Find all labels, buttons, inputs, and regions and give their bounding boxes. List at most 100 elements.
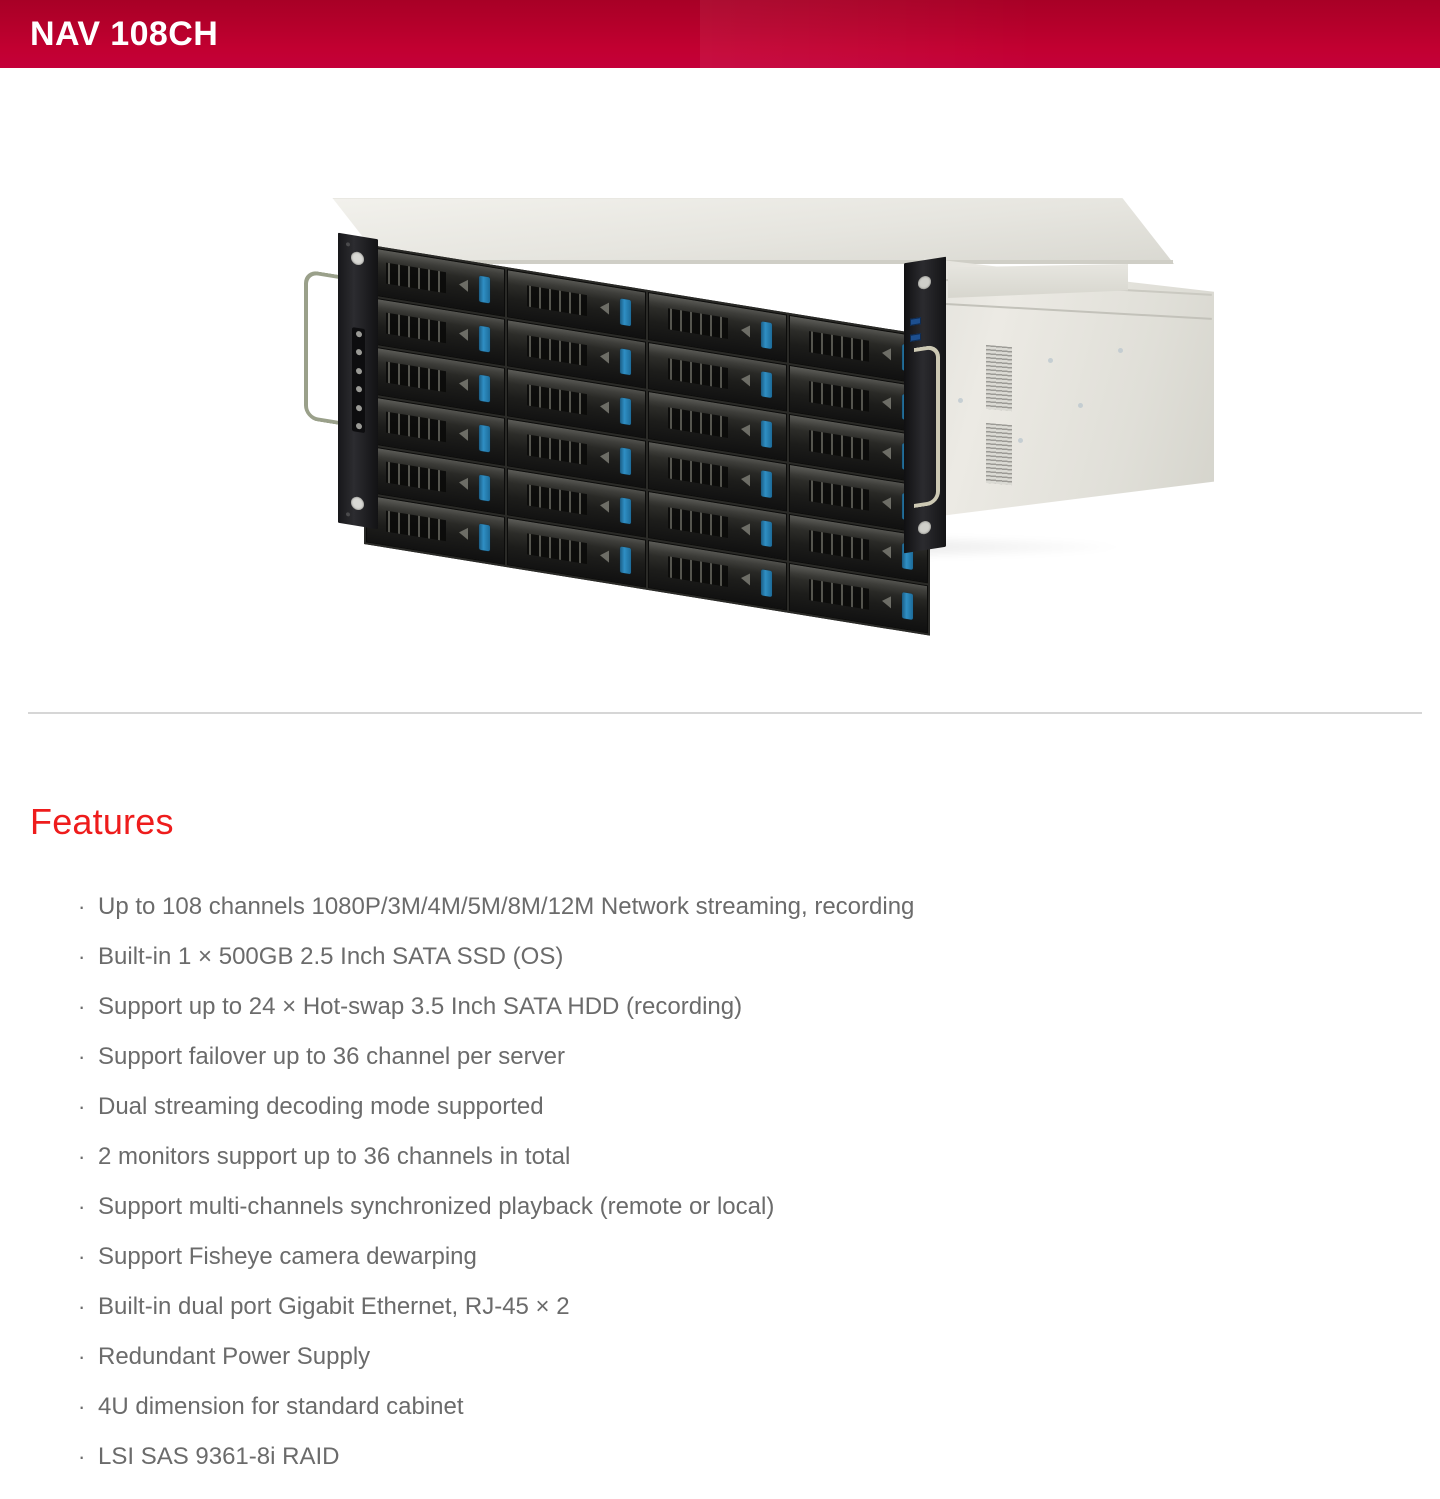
bullet-icon: ·: [78, 1044, 86, 1069]
tray-release-latch: [479, 474, 491, 502]
status-led: [355, 422, 362, 430]
tray-arrow-icon: [459, 526, 469, 540]
tray-release-latch: [761, 420, 773, 449]
drive-bay-array: [364, 244, 930, 636]
tray-arrow-icon: [600, 549, 610, 563]
tray-arrow-icon: [600, 300, 610, 315]
rack-mount-hole: [351, 495, 364, 511]
feature-item-label: 2 monitors support up to 36 channels in …: [98, 1143, 571, 1170]
rack-ear-left: [338, 232, 378, 530]
feature-item-label: Support multi-channels synchronized play…: [98, 1193, 775, 1220]
bullet-icon: ·: [78, 994, 86, 1019]
tray-arrow-icon: [459, 377, 469, 391]
feature-item-label: Redundant Power Supply: [98, 1343, 371, 1370]
feature-item-label: Support failover up to 36 channel per se…: [98, 1043, 565, 1070]
bullet-icon: ·: [78, 1194, 86, 1219]
tray-release-latch: [620, 348, 632, 376]
feature-item: · Support up to 24 × Hot-swap 3.5 Inch SA…: [78, 982, 914, 1032]
bullet-icon: ·: [78, 944, 86, 969]
tray-arrow-icon: [459, 277, 469, 292]
tray-release-latch: [479, 424, 491, 453]
feature-item: ·4U dimension for standard cabinet: [78, 1382, 914, 1432]
tray-release-latch: [620, 298, 632, 326]
tray-arrow-icon: [882, 396, 892, 410]
chassis-top-edge: [425, 260, 1173, 264]
tray-arrow-icon: [882, 346, 892, 360]
feature-item: · Support multi-channels synchronized pla…: [78, 1182, 914, 1232]
rack-ear-screw: [346, 242, 350, 247]
tray-arrow-icon: [882, 495, 892, 509]
banner-sheen: [700, 0, 1040, 68]
feature-item-label: Support up to 24 × Hot-swap 3.5 Inch SAT…: [98, 993, 743, 1020]
feature-item: · LSI SAS 9361-8i RAID: [78, 1432, 914, 1482]
chassis-screw: [1018, 438, 1023, 443]
tray-release-latch: [479, 524, 491, 552]
rack-mount-hole: [351, 250, 364, 266]
feature-item: · 2 monitors support up to 36 channels in…: [78, 1132, 914, 1182]
vent-grille-upper: [986, 344, 1012, 412]
tray-arrow-icon: [741, 422, 751, 437]
feature-item: · Up to 108 channels 1080P/3M/4M/5M/8M/12…: [78, 882, 914, 932]
tray-release-latch: [620, 546, 632, 575]
tray-release-latch: [479, 275, 491, 304]
rack-mount-hole: [918, 275, 931, 291]
rack-ear-screw: [346, 512, 350, 517]
chassis-screw: [1118, 348, 1123, 353]
status-led: [355, 385, 362, 393]
tray-release-latch: [761, 470, 773, 498]
tray-release-latch: [620, 497, 632, 525]
drive-bay-grid: [364, 244, 930, 636]
tray-release-latch: [479, 325, 491, 353]
tray-release-latch: [620, 447, 632, 475]
status-led: [355, 348, 362, 356]
bullet-icon: ·: [78, 1094, 86, 1119]
bullet-icon: ·: [78, 1244, 86, 1269]
bullet-icon: ·: [78, 1344, 86, 1369]
tray-release-latch: [761, 569, 773, 598]
bullet-icon: ·: [78, 1444, 86, 1469]
tray-arrow-icon: [600, 400, 610, 414]
tray-arrow-icon: [600, 350, 610, 364]
features-heading: Features: [30, 801, 174, 842]
feature-item-label: Up to 108 channels 1080P/3M/4M/5M/8M/12M…: [98, 893, 915, 920]
rack-handle-right: [914, 343, 940, 509]
rack-mount-hole: [918, 520, 931, 536]
header-banner: NAV 108CH: [0, 0, 1440, 68]
feature-item-label: LSI SAS 9361-8i RAID: [98, 1443, 340, 1470]
feature-item: · Support failover up to 36 channel per s…: [78, 1032, 914, 1082]
tray-arrow-icon: [882, 545, 892, 559]
feature-item: · Dual streaming decoding mode supported: [78, 1082, 914, 1132]
tray-release-latch: [479, 375, 491, 403]
feature-item: · Redundant Power Supply: [78, 1332, 914, 1382]
tray-release-latch: [902, 592, 914, 620]
chassis-screw: [1048, 358, 1053, 363]
tray-arrow-icon: [459, 476, 469, 491]
status-led: [355, 330, 362, 338]
tray-release-latch: [761, 371, 773, 399]
tray-release-latch: [620, 397, 632, 426]
chassis-screw: [1078, 403, 1083, 408]
bullet-icon: ·: [78, 1394, 86, 1419]
section-divider: [28, 712, 1422, 714]
status-led-strip: [352, 327, 365, 434]
page-title: NAV 108CH: [30, 15, 219, 53]
feature-item: ·Built-in 1 × 500GB 2.5 Inch SATA SSD (O…: [78, 932, 914, 982]
bullet-icon: ·: [78, 894, 86, 919]
status-led: [355, 367, 362, 375]
tray-arrow-icon: [882, 445, 892, 460]
features-list: · Up to 108 channels 1080P/3M/4M/5M/8M/12…: [78, 882, 914, 1482]
tray-arrow-icon: [600, 449, 610, 464]
feature-item-label: Dual streaming decoding mode supported: [98, 1093, 544, 1120]
feature-item-label: Support Fisheye camera dewarping: [98, 1243, 477, 1270]
chassis-side-panel: [924, 258, 1214, 518]
chassis-top-lid: [332, 198, 1174, 264]
bullet-icon: ·: [78, 1144, 86, 1169]
server-product-image: [304, 198, 1214, 636]
vent-grille-lower: [986, 422, 1012, 486]
tray-arrow-icon: [600, 499, 610, 513]
product-image-area: [0, 68, 1440, 694]
tray-arrow-icon: [741, 472, 751, 487]
rack-handle-left: [304, 269, 338, 425]
feature-item-label: Built-in dual port Gigabit Ethernet, RJ-…: [98, 1293, 570, 1320]
